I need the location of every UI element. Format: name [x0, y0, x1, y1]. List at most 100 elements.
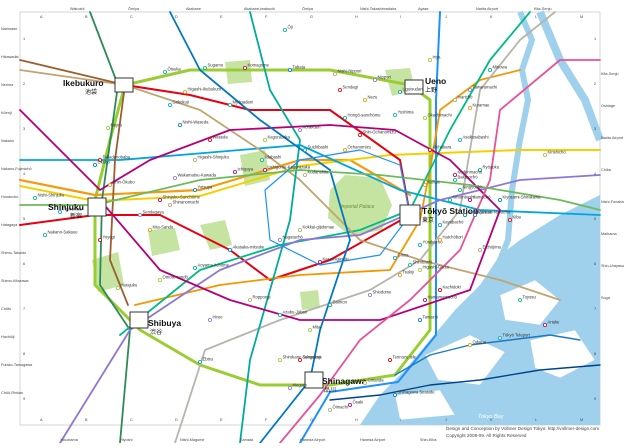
- station-mita[interactable]: Mita: [307, 325, 321, 332]
- station-hiroo[interactable]: Hiroo: [207, 315, 223, 322]
- station-higashi-ginza[interactable]: Higashi-Ginza: [417, 265, 449, 272]
- station-hamamatsuch[interactable]: Hamamatsuchō: [422, 295, 457, 302]
- station-kiyosumi-shirakawa[interactable]: Kiyosumi-Shirakawa: [497, 195, 541, 202]
- station-ebisu[interactable]: Ebisu: [197, 357, 214, 364]
- station-takadanobaba[interactable]: Takadanobaba: [98, 155, 131, 162]
- station-wakamatsu-kawada[interactable]: Wakamatsu-Kawada: [172, 173, 217, 180]
- station-ry-goku[interactable]: Ryōgoku: [477, 165, 500, 172]
- station-komagome[interactable]: Komagome: [242, 63, 270, 71]
- station-asakusabashi[interactable]: Asakusabashi: [457, 135, 489, 142]
- station-shin-kubo[interactable]: Shin-Ōkubo: [108, 180, 135, 187]
- station-shin-ochanomizu[interactable]: Shin-Ochanomizu: [357, 130, 396, 137]
- station-akihabara[interactable]: Akihabara: [427, 145, 452, 152]
- station-y-rakuch[interactable]: Yūrakuchō: [417, 240, 443, 247]
- station-nagatach[interactable]: Nagatachō: [277, 235, 303, 242]
- station-nezu[interactable]: Nezu: [362, 95, 378, 103]
- station-my-gadani[interactable]: Myōgadani: [227, 100, 253, 108]
- station-tabata[interactable]: Tabata: [287, 65, 306, 73]
- station-gotanda[interactable]: Gotanda: [362, 378, 384, 385]
- station-hamach[interactable]: Hamachō: [467, 195, 491, 202]
- station-azabu-j-ban[interactable]: Azabu-Jūban: [277, 310, 308, 317]
- station-t-ky-teleport[interactable]: Tōkyō Teleport: [497, 333, 531, 340]
- station-shimbashi[interactable]: Shimbashi: [407, 260, 432, 267]
- station-uguisudani[interactable]: Uguisudani: [397, 87, 424, 95]
- station-tawaramachi[interactable]: Tawaramachi: [467, 85, 497, 93]
- station-nakano-sakaue[interactable]: Nakano-Sakaue: [43, 230, 78, 237]
- station-nishi-nippori[interactable]: Nishi-Nippori: [332, 69, 362, 77]
- station-kokkai-gijidomae[interactable]: Kokkai-gijidomae: [297, 225, 335, 232]
- hub-shinjuku[interactable]: Shinjuku 新宿: [48, 197, 107, 220]
- station-tennozu-isle[interactable]: Tennozu Isle: [387, 355, 417, 362]
- station-shinagawa-seaside[interactable]: Shinagawa Seaside: [392, 390, 435, 397]
- station-shirokane-takanawa[interactable]: Shirokane-Takanawa: [277, 355, 322, 362]
- station-higashi-shinjuku[interactable]: Higashi-Shinjuku: [192, 155, 230, 162]
- station-suiteng-mae[interactable]: Suitengūmae: [462, 210, 493, 217]
- station-yoyogi[interactable]: Yoyogi: [98, 235, 115, 242]
- station-yotsuya[interactable]: Yotsuya: [192, 185, 213, 192]
- station-kinshich[interactable]: Kinshichō: [543, 150, 566, 157]
- station-k-rakuen[interactable]: Kōrakuen: [297, 125, 321, 132]
- station-mejiro[interactable]: Mejiro: [106, 123, 123, 131]
- station-sendagaya[interactable]: Sendagaya: [137, 210, 164, 217]
- station--imachi[interactable]: Ōimachi: [327, 405, 348, 412]
- station-kiba[interactable]: Kiba: [507, 215, 522, 222]
- station-kodenmach[interactable]: Kodenmachō: [452, 170, 483, 177]
- station-harajuku[interactable]: Harajuku: [116, 283, 138, 290]
- hub-ueno[interactable]: Ueno 上野: [404, 76, 446, 95]
- station-toyosu[interactable]: Toyosu: [518, 295, 536, 302]
- station-hong-sanch-me[interactable]: Hongō-sanchōme: [342, 113, 381, 121]
- station-kasumigaseki[interactable]: Kasumigaseki: [317, 257, 349, 264]
- station-ningy-ch[interactable]: Ningyōchō: [457, 185, 483, 192]
- station-ushigome-kagurazaka[interactable]: Ushigome-Kagurazaka: [262, 165, 311, 172]
- station-odaiba[interactable]: Odaiba: [467, 340, 487, 347]
- station-iriya[interactable]: Iriya: [427, 55, 441, 63]
- station-nippori[interactable]: Nippori: [372, 75, 391, 83]
- station-waseda[interactable]: Waseda: [207, 135, 228, 142]
- station-shiodome[interactable]: Shiodome: [367, 290, 392, 297]
- station-shinanomachi[interactable]: Shinanomachi: [167, 200, 199, 207]
- station--kubo[interactable]: Ōkubo: [93, 160, 111, 167]
- station-gokokuji[interactable]: Gokokuji: [167, 100, 189, 108]
- hub-tokyo-station[interactable]: Tōkyō Station 東京: [399, 204, 478, 226]
- station-bakuroch[interactable]: Bakurochō: [452, 175, 478, 182]
- station-hatch-bori[interactable]: Hatchōbori: [437, 235, 463, 242]
- station-tamachi[interactable]: Tamachi: [417, 315, 438, 322]
- station-monzen-nakach[interactable]: Monzen-Nakachō: [472, 210, 511, 217]
- station-ichigaya[interactable]: Ichigaya: [232, 167, 254, 174]
- station-akasaka-mitsuke[interactable]: Akasaka-mitsuke: [227, 245, 265, 252]
- hub-ikebukuro[interactable]: Ikebukuro 池袋: [63, 77, 134, 96]
- station-suid-bashi[interactable]: Suidōbashi: [302, 145, 328, 152]
- station-omote-sand[interactable]: Omote-sandō: [157, 275, 189, 282]
- station-kudanshita[interactable]: Kudanshita: [302, 170, 329, 177]
- station-sengakuji[interactable]: Sengakuji: [297, 355, 321, 362]
- station--ji[interactable]: Ōji: [282, 25, 293, 32]
- station-shinjuku-sanch-me[interactable]: Shinjuku-Sanchōme: [157, 195, 201, 202]
- hub-shinagawa[interactable]: Shinagawa 品川: [304, 371, 367, 394]
- station-higashi-ikebukuro[interactable]: Higashi-Ikebukuro: [182, 87, 222, 95]
- station-nishi-waseda[interactable]: Nishi-Waseda: [177, 120, 209, 128]
- station-sugamo[interactable]: Sugamo: [202, 63, 224, 71]
- hub-shibuya[interactable]: Shibuya 渋谷: [129, 311, 181, 336]
- station-aoyama-itch-me[interactable]: Aoyama-itchōme: [192, 263, 230, 270]
- station-nihombashi[interactable]: Nihombashi: [447, 195, 475, 202]
- station-toch-mae[interactable]: Tochōmae: [58, 207, 82, 214]
- station-kachidoki[interactable]: Kachidoki: [437, 285, 461, 292]
- station-roppongi[interactable]: Roppongi: [247, 295, 270, 302]
- station-daimon[interactable]: Daimon: [327, 300, 348, 307]
- station-nishi-shinjuku[interactable]: Nishi-Shinjuku: [33, 193, 65, 200]
- station-inarich[interactable]: Inarichō: [452, 95, 473, 103]
- station--saki[interactable]: Ōsaki: [347, 400, 363, 407]
- station-iidabashi[interactable]: Iidabashi: [259, 155, 281, 162]
- station-ochanomizu[interactable]: Ochanomizu: [342, 145, 372, 152]
- station-ariake[interactable]: Ariake: [543, 320, 560, 327]
- station-kagurazaka[interactable]: Kagurazaka: [262, 135, 291, 142]
- station-minowa[interactable]: Minowa: [487, 65, 508, 73]
- station-tsukiji[interactable]: Tsukiji: [397, 270, 414, 277]
- station-okachimachi[interactable]: Okachimachi: [422, 113, 452, 121]
- station--tsuka[interactable]: Ōtsuka: [162, 67, 181, 75]
- station-sendagi[interactable]: Sendagi: [337, 85, 358, 93]
- station-meguro[interactable]: Meguro: [287, 383, 307, 390]
- station-kayabach[interactable]: Kayabachō: [437, 220, 464, 227]
- station-kita-sando[interactable]: Kita-Sando: [147, 225, 174, 232]
- station-ginza[interactable]: Ginza: [392, 253, 409, 260]
